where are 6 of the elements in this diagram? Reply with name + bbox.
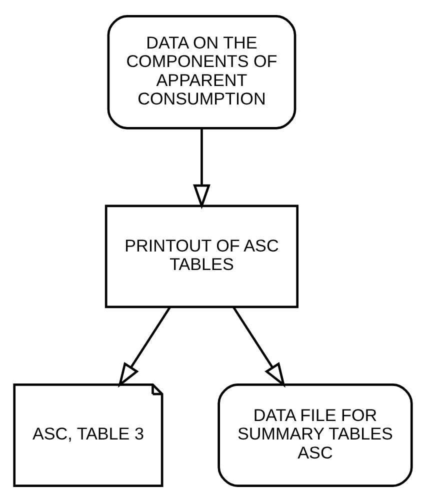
node-box: DATA ON THE COMPONENTS OF APPARENT CONSUMPTION	[107, 14, 296, 129]
node-box: DATA FILE FOR SUMMARY TABLES ASC	[218, 383, 413, 486]
arrow	[193, 128, 210, 209]
node-box: PRINTOUT OF ASC TABLES	[104, 204, 299, 308]
arrow	[118, 306, 171, 388]
arrow	[232, 306, 286, 388]
